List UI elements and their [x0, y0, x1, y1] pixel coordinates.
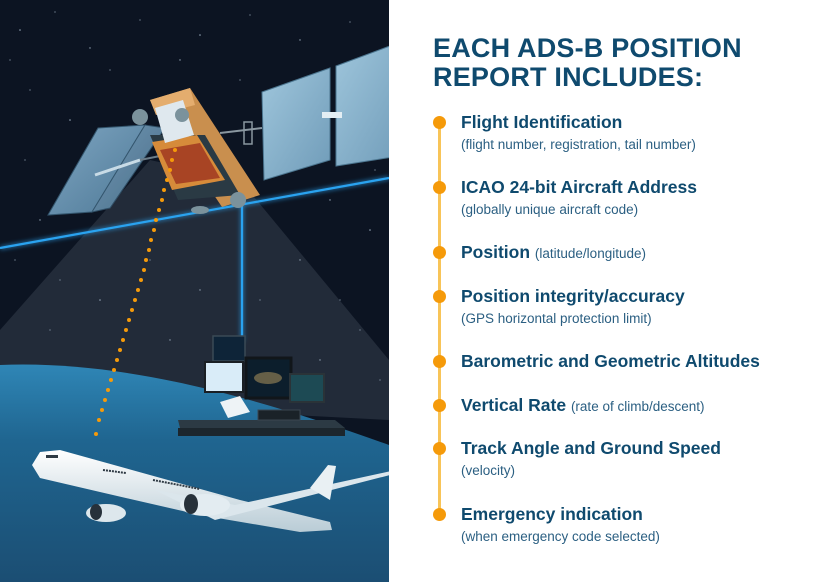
item-title: Vertical Rate	[461, 395, 567, 415]
item-title-row: Vertical Rate (rate of climb/descent)	[461, 395, 705, 417]
item-title: Emergency indication	[461, 504, 643, 524]
orange-dotted-signal-path	[94, 148, 177, 436]
airplane	[32, 450, 389, 532]
item-title: Position integrity/accuracy	[461, 286, 685, 306]
item-title-row: Position (latitude/longitude)	[461, 242, 646, 264]
title-line-2: REPORT INCLUDES:	[433, 62, 704, 92]
bullet-dot-icon	[433, 116, 446, 129]
ads-b-illustration	[0, 0, 389, 582]
satellite-body	[132, 88, 260, 214]
bullet-dot-icon	[433, 355, 446, 368]
bullet-dot-icon	[433, 399, 446, 412]
item-title: Track Angle and Ground Speed	[461, 438, 721, 458]
starfield	[9, 11, 381, 381]
page-title: EACH ADS-B POSITION REPORT INCLUDES:	[433, 34, 823, 92]
item-detail: (flight number, registration, tail numbe…	[461, 137, 696, 152]
item-detail: (globally unique aircraft code)	[461, 202, 639, 217]
item-detail: (GPS horizontal protection limit)	[461, 311, 652, 326]
bullet-dot-icon	[433, 290, 446, 303]
item-title: ICAO 24-bit Aircraft Address	[461, 177, 697, 197]
timeline-line	[438, 121, 441, 513]
bullet-dot-icon	[433, 181, 446, 194]
item-detail: (velocity)	[461, 463, 516, 478]
space-scene-graphic	[0, 11, 389, 582]
bullet-dot-icon	[433, 246, 446, 259]
right-solar-panel	[219, 45, 389, 181]
item-inline-detail: (latitude/longitude)	[534, 246, 646, 261]
bullet-dot-icon	[433, 508, 446, 521]
report-contents-panel: EACH ADS-B POSITION REPORT INCLUDES: Fli…	[389, 0, 825, 582]
item-detail: (when emergency code selected)	[461, 529, 660, 544]
item-title: Position	[461, 242, 531, 262]
bullet-dot-icon	[433, 442, 446, 455]
left-solar-panel	[47, 124, 166, 216]
item-inline-detail: (rate of climb/descent)	[570, 399, 705, 414]
ground-station-monitors	[178, 335, 345, 436]
item-title: Flight Identification	[461, 112, 623, 132]
coverage-cone	[0, 160, 389, 420]
item-title: Barometric and Geometric Altitudes	[461, 351, 760, 371]
title-line-1: EACH ADS-B POSITION	[433, 33, 742, 63]
